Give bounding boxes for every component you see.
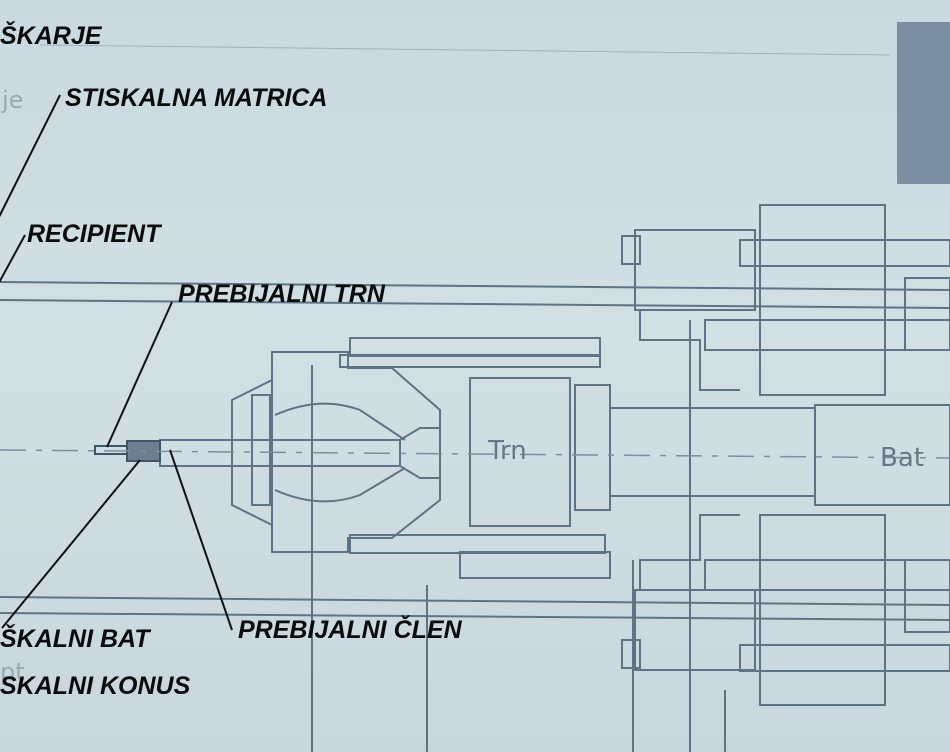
- callout-recipient: RECIPIENT: [27, 220, 161, 248]
- frame-line-bottom-inner: [0, 612, 950, 621]
- cylinder-top-link: [639, 310, 740, 391]
- guide-bar-bottom-inner: [459, 551, 611, 579]
- cylinder-bottom-frame: [759, 514, 886, 706]
- mandrel-tip: [94, 445, 128, 455]
- cylinder-top-inner: [704, 319, 950, 351]
- callout-prebijalni-clen: PREBIJALNI ČLEN: [238, 616, 462, 644]
- guide-bar-top-inner: [339, 354, 601, 368]
- leader-prebijalni-trn: [106, 301, 173, 448]
- label-trn: Trn: [488, 436, 527, 466]
- guide-bar-top: [349, 337, 601, 357]
- leader-stiskalni-bat: [1, 459, 141, 629]
- leader-stiskalna-matrica: [0, 94, 61, 218]
- ram-rod: [689, 407, 816, 497]
- cylinder-bottom-flange: [621, 639, 641, 669]
- frame-line-bottom: [0, 596, 950, 606]
- cylinder-bottom-link: [639, 514, 740, 590]
- frame-line-top-inner: [0, 299, 950, 309]
- mandrel-block-flange: [574, 384, 611, 511]
- die-flow-curve-top: [274, 402, 406, 441]
- cylinder-bottom-inner: [704, 559, 950, 591]
- callout-stiskalna-matrica: STISKALNA MATRICA: [65, 84, 328, 112]
- die-flow-curve-bottom: [274, 467, 406, 503]
- mandrel-block: [469, 377, 571, 527]
- cylinder-bottom-rod: [739, 644, 950, 672]
- callout-prebijalni-trn: PREBIJALNI TRN: [178, 280, 385, 308]
- frame-line-top: [0, 281, 950, 291]
- cylinder-bottom-cap: [904, 559, 950, 633]
- callout-stiskalni-konus: SKALNI KONUS: [0, 672, 191, 700]
- die-outer-ring: [251, 394, 271, 506]
- callout-stiskalni-bat: ŠKALNI BAT: [0, 625, 150, 653]
- cylinder-bottom-housing: [634, 589, 756, 671]
- faded-word-je: je: [2, 86, 24, 114]
- cylinder-top-flange: [621, 235, 641, 265]
- cylinder-top-rod: [739, 239, 950, 267]
- leader-recipient: [0, 234, 26, 283]
- mandrel-block-neck: [609, 407, 691, 497]
- center-axis: [0, 449, 950, 459]
- label-bat: Bat: [880, 443, 924, 473]
- ram-body: [814, 404, 950, 506]
- cylinder-top-frame: [759, 204, 886, 396]
- callout-skarje: ŠKARJE: [0, 22, 102, 50]
- page-rule: [39, 44, 891, 56]
- gray-block: [897, 22, 950, 184]
- faded-word-pt: pt: [0, 658, 25, 686]
- cylinder-top-housing: [634, 229, 756, 311]
- leader-prebijalni-clen: [169, 449, 233, 631]
- cylinder-top-cap: [904, 277, 950, 351]
